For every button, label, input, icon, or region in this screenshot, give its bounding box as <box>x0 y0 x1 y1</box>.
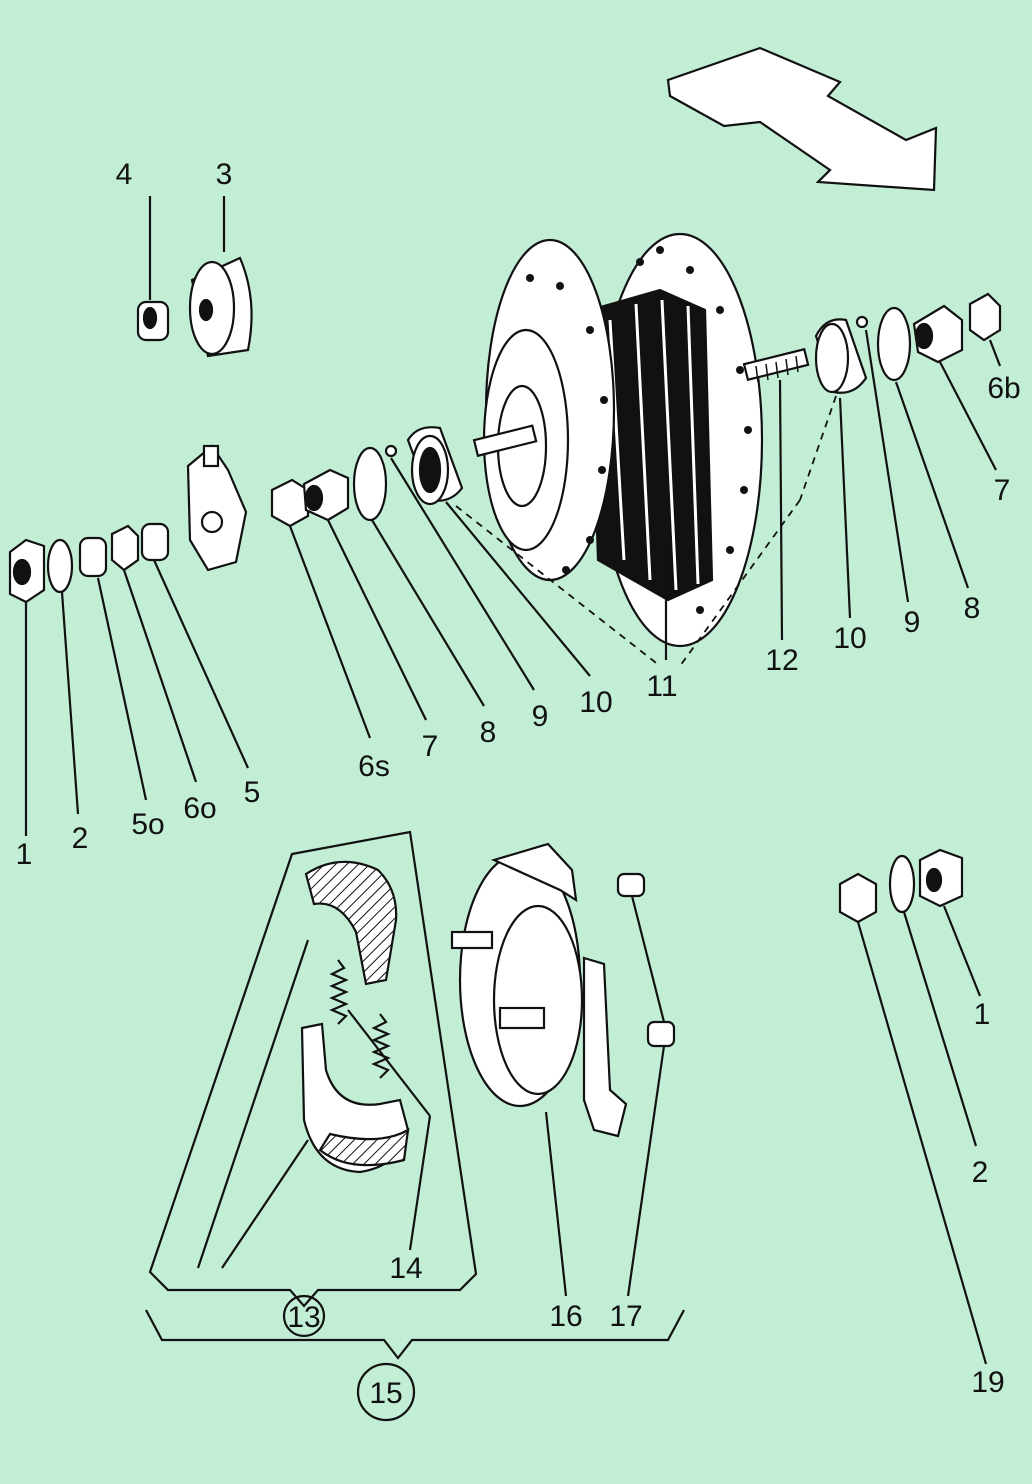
label-11: 11 <box>646 670 677 703</box>
label-8-right: 8 <box>964 592 981 625</box>
part-5-spacer <box>140 522 170 562</box>
label-5: 5 <box>244 776 261 809</box>
part-9-ball-right <box>855 315 869 329</box>
label-1-left: 1 <box>16 838 33 871</box>
part-2-washer-right <box>888 854 916 914</box>
part-17-bolts <box>616 872 676 1048</box>
direction-arrow <box>666 46 938 192</box>
leader-lines <box>24 196 1002 1422</box>
label-7-left: 7 <box>422 730 439 763</box>
part-11-hub-shell <box>482 232 764 648</box>
part-1-nut-left <box>8 538 46 604</box>
label-5o: 5o <box>131 808 164 841</box>
label-2-right: 2 <box>972 1156 989 1189</box>
label-10-right: 10 <box>833 622 866 655</box>
part-8-washer-left <box>352 446 388 522</box>
part-12-axle <box>472 347 810 458</box>
part-13-brake-shoe-lower <box>300 1022 410 1174</box>
label-6o: 6o <box>183 792 216 825</box>
label-6s: 6s <box>358 750 390 783</box>
part-19-nut <box>838 872 878 924</box>
label-10-left: 10 <box>579 686 612 719</box>
part-6s-nut <box>270 478 310 528</box>
label-7-right: 7 <box>994 474 1011 507</box>
part-1-nut-right <box>918 848 964 908</box>
label-1-right: 1 <box>974 998 991 1031</box>
part-6b-nut <box>968 292 1002 342</box>
label-6b: 6b <box>987 372 1020 405</box>
part-7-cone-left <box>302 468 350 522</box>
speedometer-drive <box>186 444 248 572</box>
label-8-left: 8 <box>480 716 497 749</box>
label-4: 4 <box>116 158 133 191</box>
part-2-washer-left <box>46 538 74 594</box>
label-13: 13 <box>287 1301 320 1334</box>
label-14: 14 <box>389 1252 422 1285</box>
label-2-left: 2 <box>72 822 89 855</box>
part-10-bearing-cup-right <box>814 318 868 394</box>
label-9-right: 9 <box>904 606 921 639</box>
part-13-brake-shoe-upper <box>304 860 398 986</box>
part-8-washer-right <box>876 306 912 382</box>
label-19: 19 <box>971 1366 1004 1399</box>
part-3-dust-cap <box>188 256 253 358</box>
part-9-ball-left <box>384 444 398 458</box>
part-14-springs <box>329 959 391 1079</box>
label-17: 17 <box>609 1300 642 1333</box>
part-7-cone-right <box>912 304 964 364</box>
part-4-small-nut <box>136 300 170 342</box>
label-15: 15 <box>369 1377 402 1410</box>
part-10-bearing-cup-left <box>406 426 464 506</box>
part-labels: 4 3 1 2 5o 6o 5 6s 7 8 9 10 11 12 10 9 8… <box>16 158 1021 1410</box>
label-9-left: 9 <box>532 700 549 733</box>
part-5o-spacer <box>78 536 108 578</box>
part-6o-locknut <box>110 524 140 572</box>
part-16-brake-plate <box>450 842 628 1138</box>
label-16: 16 <box>549 1300 582 1333</box>
label-3: 3 <box>216 158 233 191</box>
label-12: 12 <box>765 644 798 677</box>
